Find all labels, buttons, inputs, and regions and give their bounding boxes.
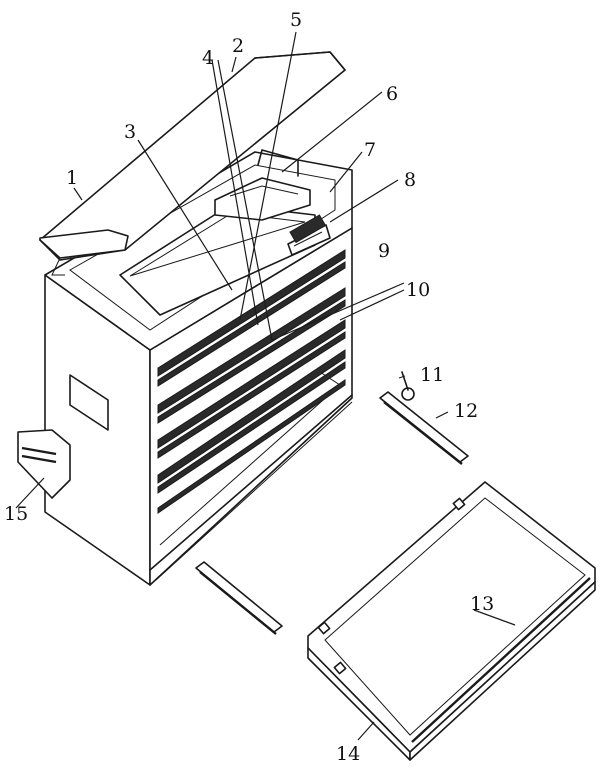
callout-11: 11 <box>420 364 444 386</box>
callout-labels: 1 2 3 4 5 6 7 8 9 10 11 12 13 14 15 <box>4 9 494 765</box>
callout-10: 10 <box>406 279 430 301</box>
callout-6: 6 <box>386 83 398 105</box>
callout-9: 9 <box>378 240 390 262</box>
callout-7: 7 <box>364 139 376 161</box>
callout-2: 2 <box>232 35 244 57</box>
slide-rail-left <box>195 561 283 635</box>
lid <box>39 51 346 276</box>
callout-1: 1 <box>66 167 78 189</box>
leader-lines <box>15 31 516 741</box>
slide-rail-right <box>379 391 469 465</box>
callout-3: 3 <box>124 121 136 143</box>
drawer-stack <box>157 214 346 514</box>
callout-14: 14 <box>336 743 360 765</box>
callout-4: 4 <box>202 47 214 69</box>
callout-15: 15 <box>4 503 28 525</box>
callout-8: 8 <box>404 169 416 191</box>
bolt <box>398 371 415 401</box>
callout-5: 5 <box>290 9 302 31</box>
callout-13: 13 <box>470 593 494 615</box>
callout-12: 12 <box>454 400 478 422</box>
drawer-open <box>307 481 596 761</box>
side-handle <box>17 429 71 499</box>
